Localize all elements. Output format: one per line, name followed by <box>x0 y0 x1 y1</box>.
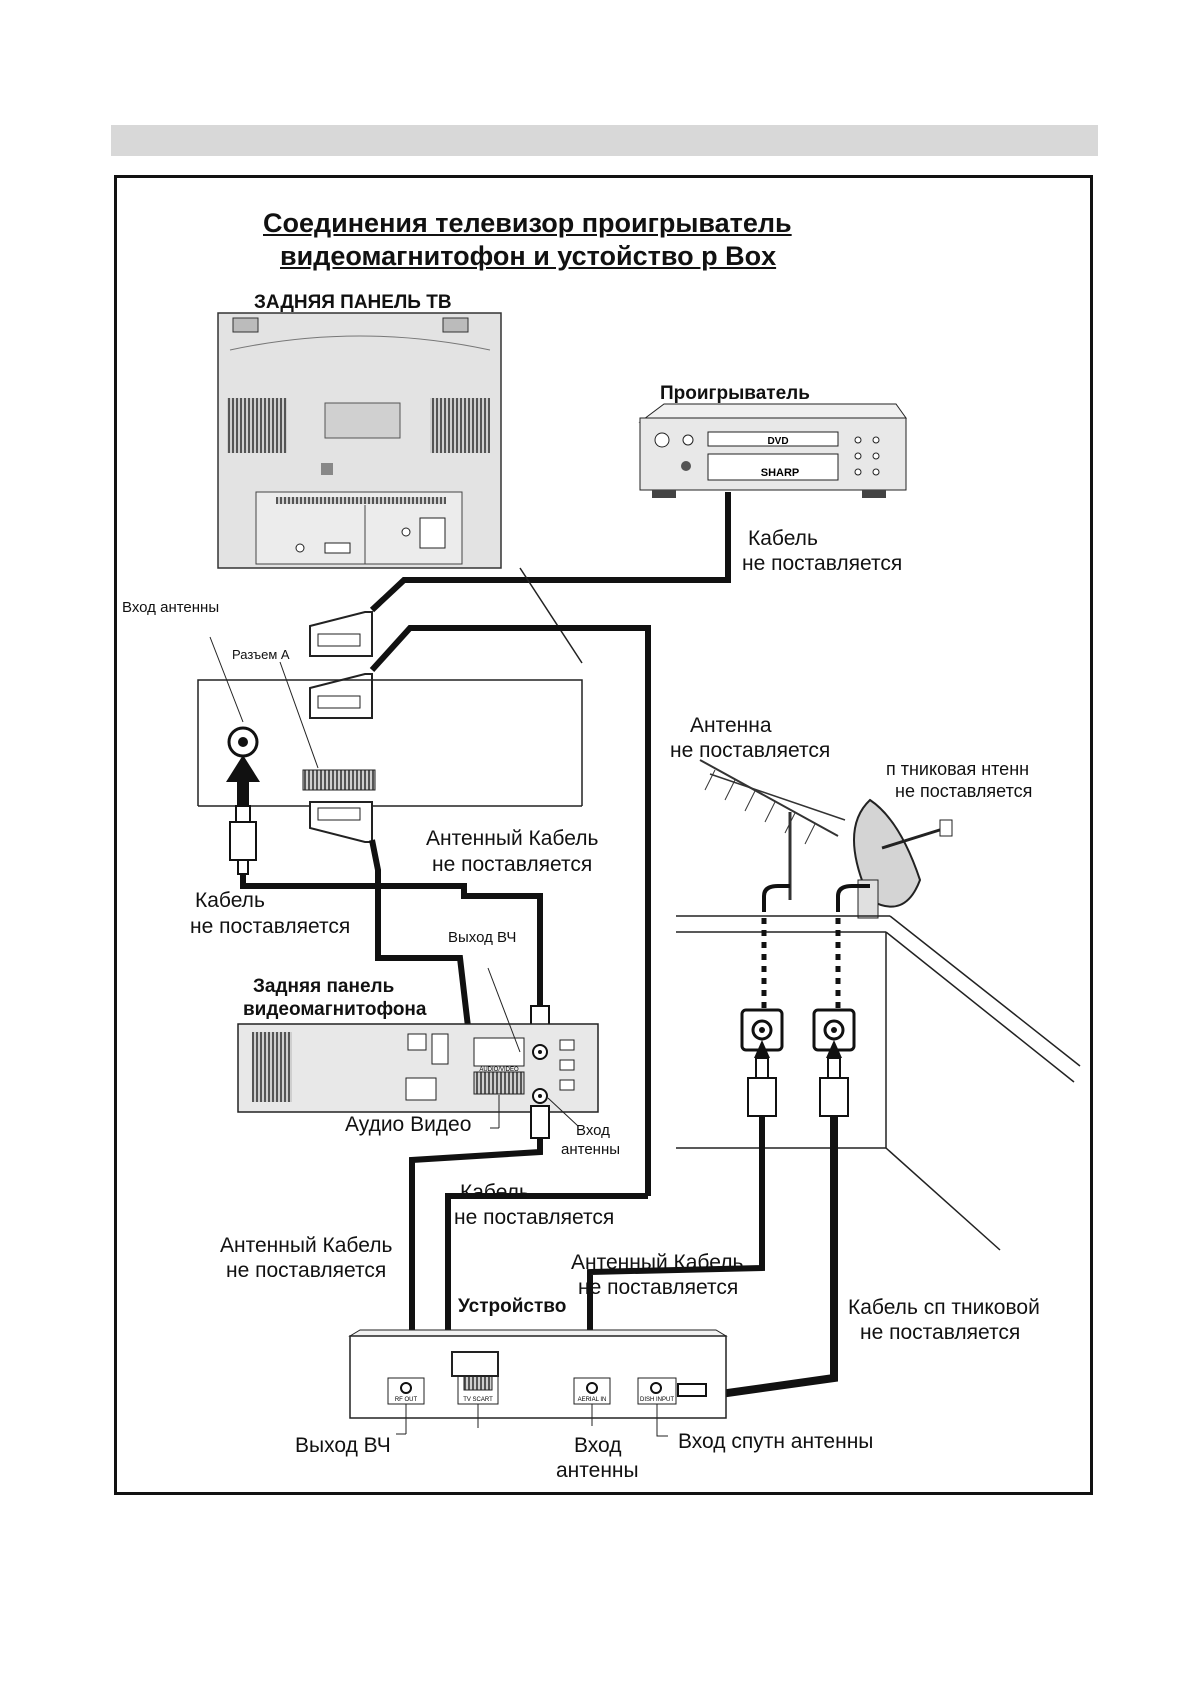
dish-label-1: п тниковая нтенн <box>886 759 1030 779</box>
diagram-title-line2: видеомагнитофон и устойство р Box <box>280 241 777 271</box>
tv-scart-port-label: TV SCART <box>463 1397 493 1403</box>
ant-cable-right-label-1: Антенный Кабель <box>571 1251 744 1274</box>
sat-cable-label-1: Кабель сп тниковой <box>848 1296 1040 1319</box>
player-cable-label-1: Кабель <box>748 527 818 550</box>
dish-label-2: не поставляется <box>895 781 1033 801</box>
vcr-antenna-input-label-2: антенны <box>561 1141 621 1158</box>
diagram-frame <box>114 175 1093 1495</box>
scart-plug-upper <box>309 611 373 657</box>
tv-antenna-input-label: Вход антенны <box>122 599 220 616</box>
player-brand: SHARP <box>761 467 800 479</box>
sat-input-label: Вход спутн антенны <box>678 1430 874 1453</box>
cable-mid-label-1: Кабель <box>460 1181 530 1204</box>
cable-left-label-1: Кабель <box>195 889 265 912</box>
wall-illustration <box>676 915 1081 1251</box>
sat-cable-label-2: не поставляется <box>860 1321 1021 1344</box>
ant-cable-left-label-2: не поставляется <box>226 1259 387 1282</box>
rf-out-port-label: RF OUT <box>395 1397 418 1403</box>
dish-input-port-label: DISH INPUT <box>640 1397 674 1403</box>
vcr-back-label-2: видеомагнитофона <box>243 999 427 1020</box>
tv-connector-panel <box>197 636 583 807</box>
ant-cable-right-label-2: не поставляется <box>578 1276 739 1299</box>
terrestrial-antenna-illustration <box>699 759 846 900</box>
ant-cable-left-label-1: Антенный Кабель <box>220 1234 393 1257</box>
cable-left-label-2: не поставляется <box>190 915 351 938</box>
vcr-audio-video-label: AUDIO/VIDEO <box>479 1067 519 1073</box>
receiver-box: RF OUT TV SCART AERIAL IN DISH INPUT <box>348 1329 728 1419</box>
ant-cable-top-label-2: не поставляется <box>432 853 593 876</box>
tv-back-panel <box>217 312 502 569</box>
audio-video-label: Аудио Видео <box>345 1113 472 1136</box>
antenna-label-1: Антенна <box>690 714 772 737</box>
player-label: Проигрыватель <box>660 383 810 404</box>
aerial-in-port-label: AERIAL IN <box>578 1397 607 1403</box>
scart-plug-lower <box>309 801 373 843</box>
header-bar <box>111 125 1098 156</box>
scart-a-label: Разъем А <box>232 647 290 662</box>
dvd-player-illustration: DVD SHARP <box>638 403 907 498</box>
cable-mid-label-2: не поставляется <box>454 1206 615 1229</box>
vcr-back-panel: AUDIO/VIDEO <box>237 1023 599 1113</box>
box-rf-out-label: Выход ВЧ <box>295 1434 391 1457</box>
box-antenna-input-label-1: Вход <box>574 1434 622 1457</box>
scart-plug-middle <box>309 673 373 719</box>
player-logo: DVD <box>767 436 788 447</box>
device-label: Устройство <box>458 1296 567 1317</box>
box-antenna-input-label-2: антенны <box>556 1459 639 1482</box>
vcr-rf-out-label: Выход ВЧ <box>448 929 517 946</box>
antenna-label-2: не поставляется <box>670 739 831 762</box>
vcr-back-label-1: Задняя панель <box>253 976 395 997</box>
diagram-title-line1: Соединения телевизор проигрыватель <box>263 208 792 238</box>
scart-plug-device <box>451 1351 499 1377</box>
player-cable-label-2: не поставляется <box>742 552 903 575</box>
vcr-antenna-input-label-1: Вход <box>576 1122 610 1139</box>
tv-back-label: ЗАДНЯЯ ПАНЕЛЬ ТВ <box>254 292 452 313</box>
ant-cable-top-label-1: Антенный Кабель <box>426 827 599 850</box>
satellite-dish-illustration <box>853 798 953 919</box>
